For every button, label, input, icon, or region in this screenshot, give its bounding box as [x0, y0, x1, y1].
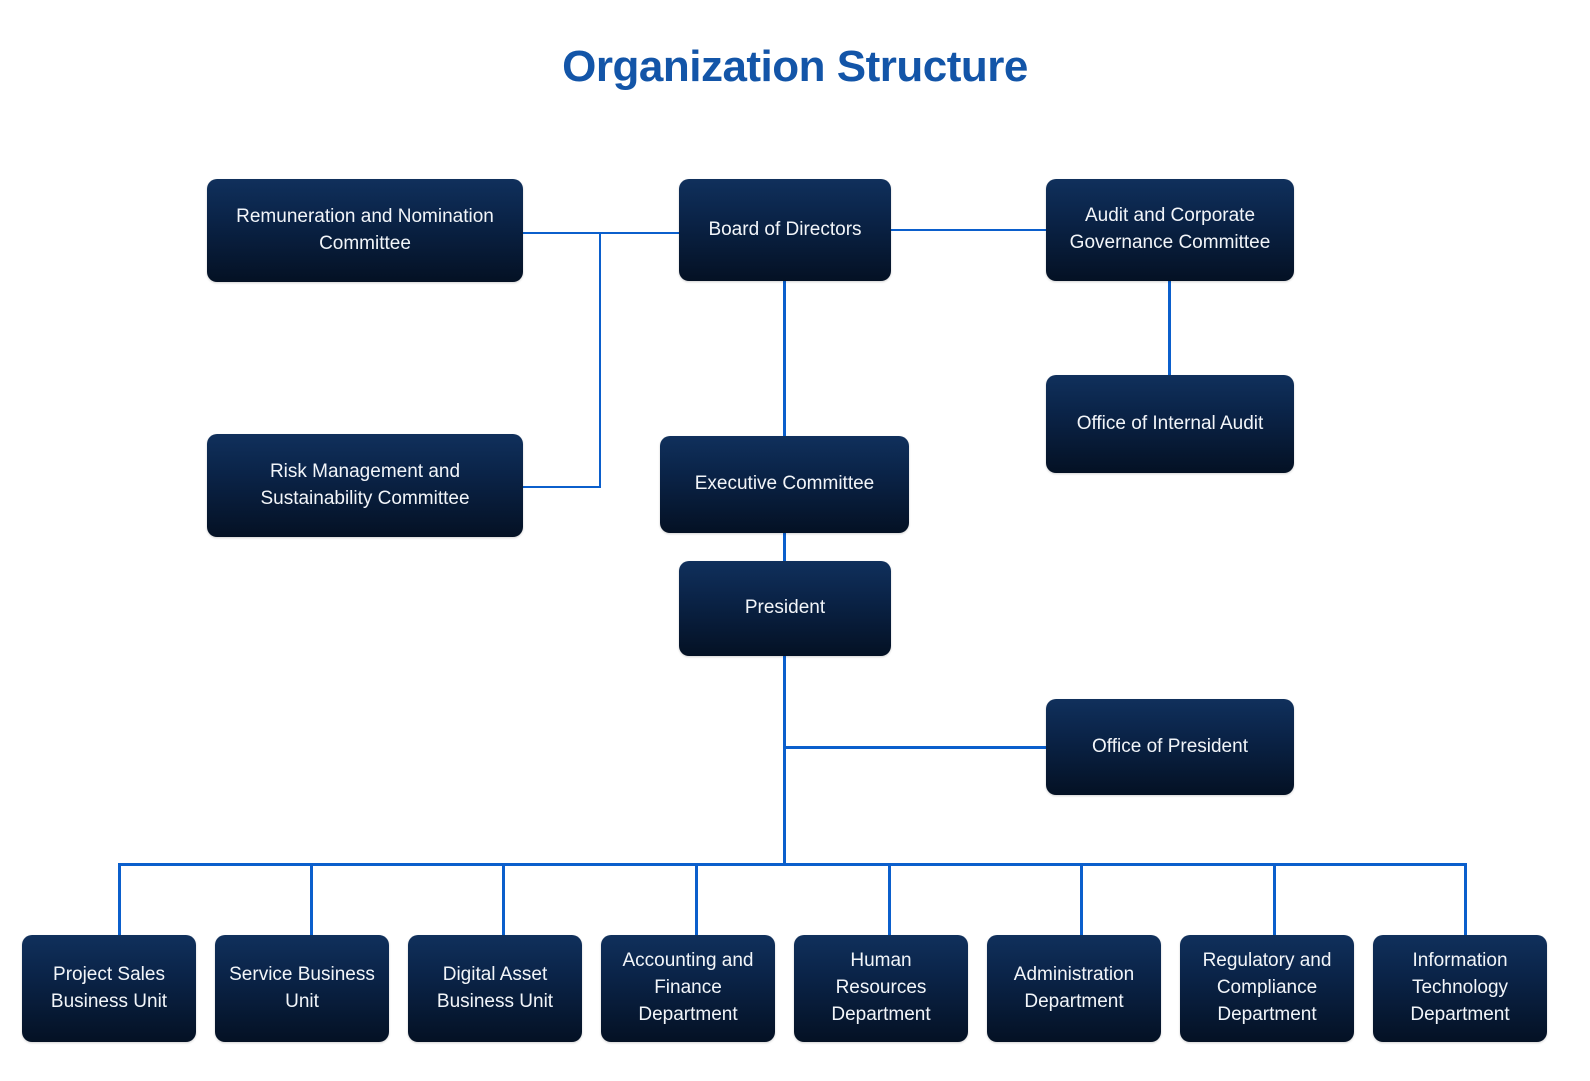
node-accounting-and-finance-department[interactable]: Accounting and Finance Department [601, 935, 775, 1042]
node-information-technology-department[interactable]: Information Technology Department [1373, 935, 1547, 1042]
node-office-of-president[interactable]: Office of President [1046, 699, 1294, 795]
connector-drop-regulatory-compliance [1273, 863, 1276, 935]
page-title: Organization Structure [562, 42, 1028, 91]
node-president[interactable]: President [679, 561, 891, 656]
connector-departments-bus [118, 863, 1465, 866]
node-label: Executive Committee [694, 473, 875, 495]
connector-drop-information-technology [1464, 863, 1467, 935]
node-label: Board of Directors [708, 218, 862, 240]
node-label: Accounting and Finance Department [622, 950, 754, 1025]
connector-risk-to-bus [523, 486, 601, 488]
connector-drop-accounting-finance [695, 863, 698, 935]
connector-remuneration-to-bus [523, 232, 601, 234]
connector-audit-committee-to-internal-audit [1168, 280, 1171, 376]
connector-drop-project-sales [118, 863, 121, 935]
node-risk-management-and-sustainability-committee[interactable]: Risk Management and Sustainability Commi… [207, 434, 523, 537]
node-office-of-internal-audit[interactable]: Office of Internal Audit [1046, 375, 1294, 473]
node-label: Digital Asset Business Unit [436, 963, 554, 1012]
connector-bus-to-board-left [599, 232, 681, 234]
connector-drop-human-resources [888, 863, 891, 935]
connector-board-to-audit-committee [890, 229, 1047, 231]
node-label: Office of President [1092, 735, 1248, 757]
node-digital-asset-business-unit[interactable]: Digital Asset Business Unit [408, 935, 582, 1042]
node-label: Office of Internal Audit [1076, 412, 1264, 434]
node-executive-committee[interactable]: Executive Committee [660, 436, 909, 533]
node-label: Service Business Unit [229, 963, 375, 1012]
node-label: President [744, 597, 826, 619]
node-board-of-directors[interactable]: Board of Directors [679, 179, 891, 281]
connector-board-to-executive-committee [783, 279, 786, 437]
node-administration-department[interactable]: Administration Department [987, 935, 1161, 1042]
connector-left-committees-vertical [599, 232, 601, 488]
node-label: Risk Management and Sustainability Commi… [260, 460, 470, 509]
node-label: Audit and Corporate Governance Committee [1069, 205, 1271, 253]
node-label: Administration Department [1013, 963, 1135, 1012]
node-regulatory-and-compliance-department[interactable]: Regulatory and Compliance Department [1180, 935, 1354, 1042]
node-project-sales-business-unit[interactable]: Project Sales Business Unit [22, 935, 196, 1042]
connector-drop-administration [1080, 863, 1083, 935]
connector-drop-digital-asset [502, 863, 505, 935]
connector-president-spine [783, 654, 786, 866]
connector-president-to-office-of-president [783, 746, 1047, 749]
node-label: Human Resources Department [831, 950, 931, 1025]
node-audit-and-corporate-governance-committee[interactable]: Audit and Corporate Governance Committee [1046, 179, 1294, 281]
node-service-business-unit[interactable]: Service Business Unit [215, 935, 389, 1042]
node-remuneration-and-nomination-committee[interactable]: Remuneration and Nomination Committee [207, 179, 523, 282]
connector-executive-committee-to-president [783, 531, 786, 563]
node-label: Regulatory and Compliance Department [1202, 950, 1332, 1025]
node-label: Remuneration and Nomination Committee [236, 205, 494, 254]
node-label: Information Technology Department [1410, 950, 1510, 1025]
node-human-resources-department[interactable]: Human Resources Department [794, 935, 968, 1042]
connector-drop-service [310, 863, 313, 935]
node-label: Project Sales Business Unit [50, 963, 168, 1012]
